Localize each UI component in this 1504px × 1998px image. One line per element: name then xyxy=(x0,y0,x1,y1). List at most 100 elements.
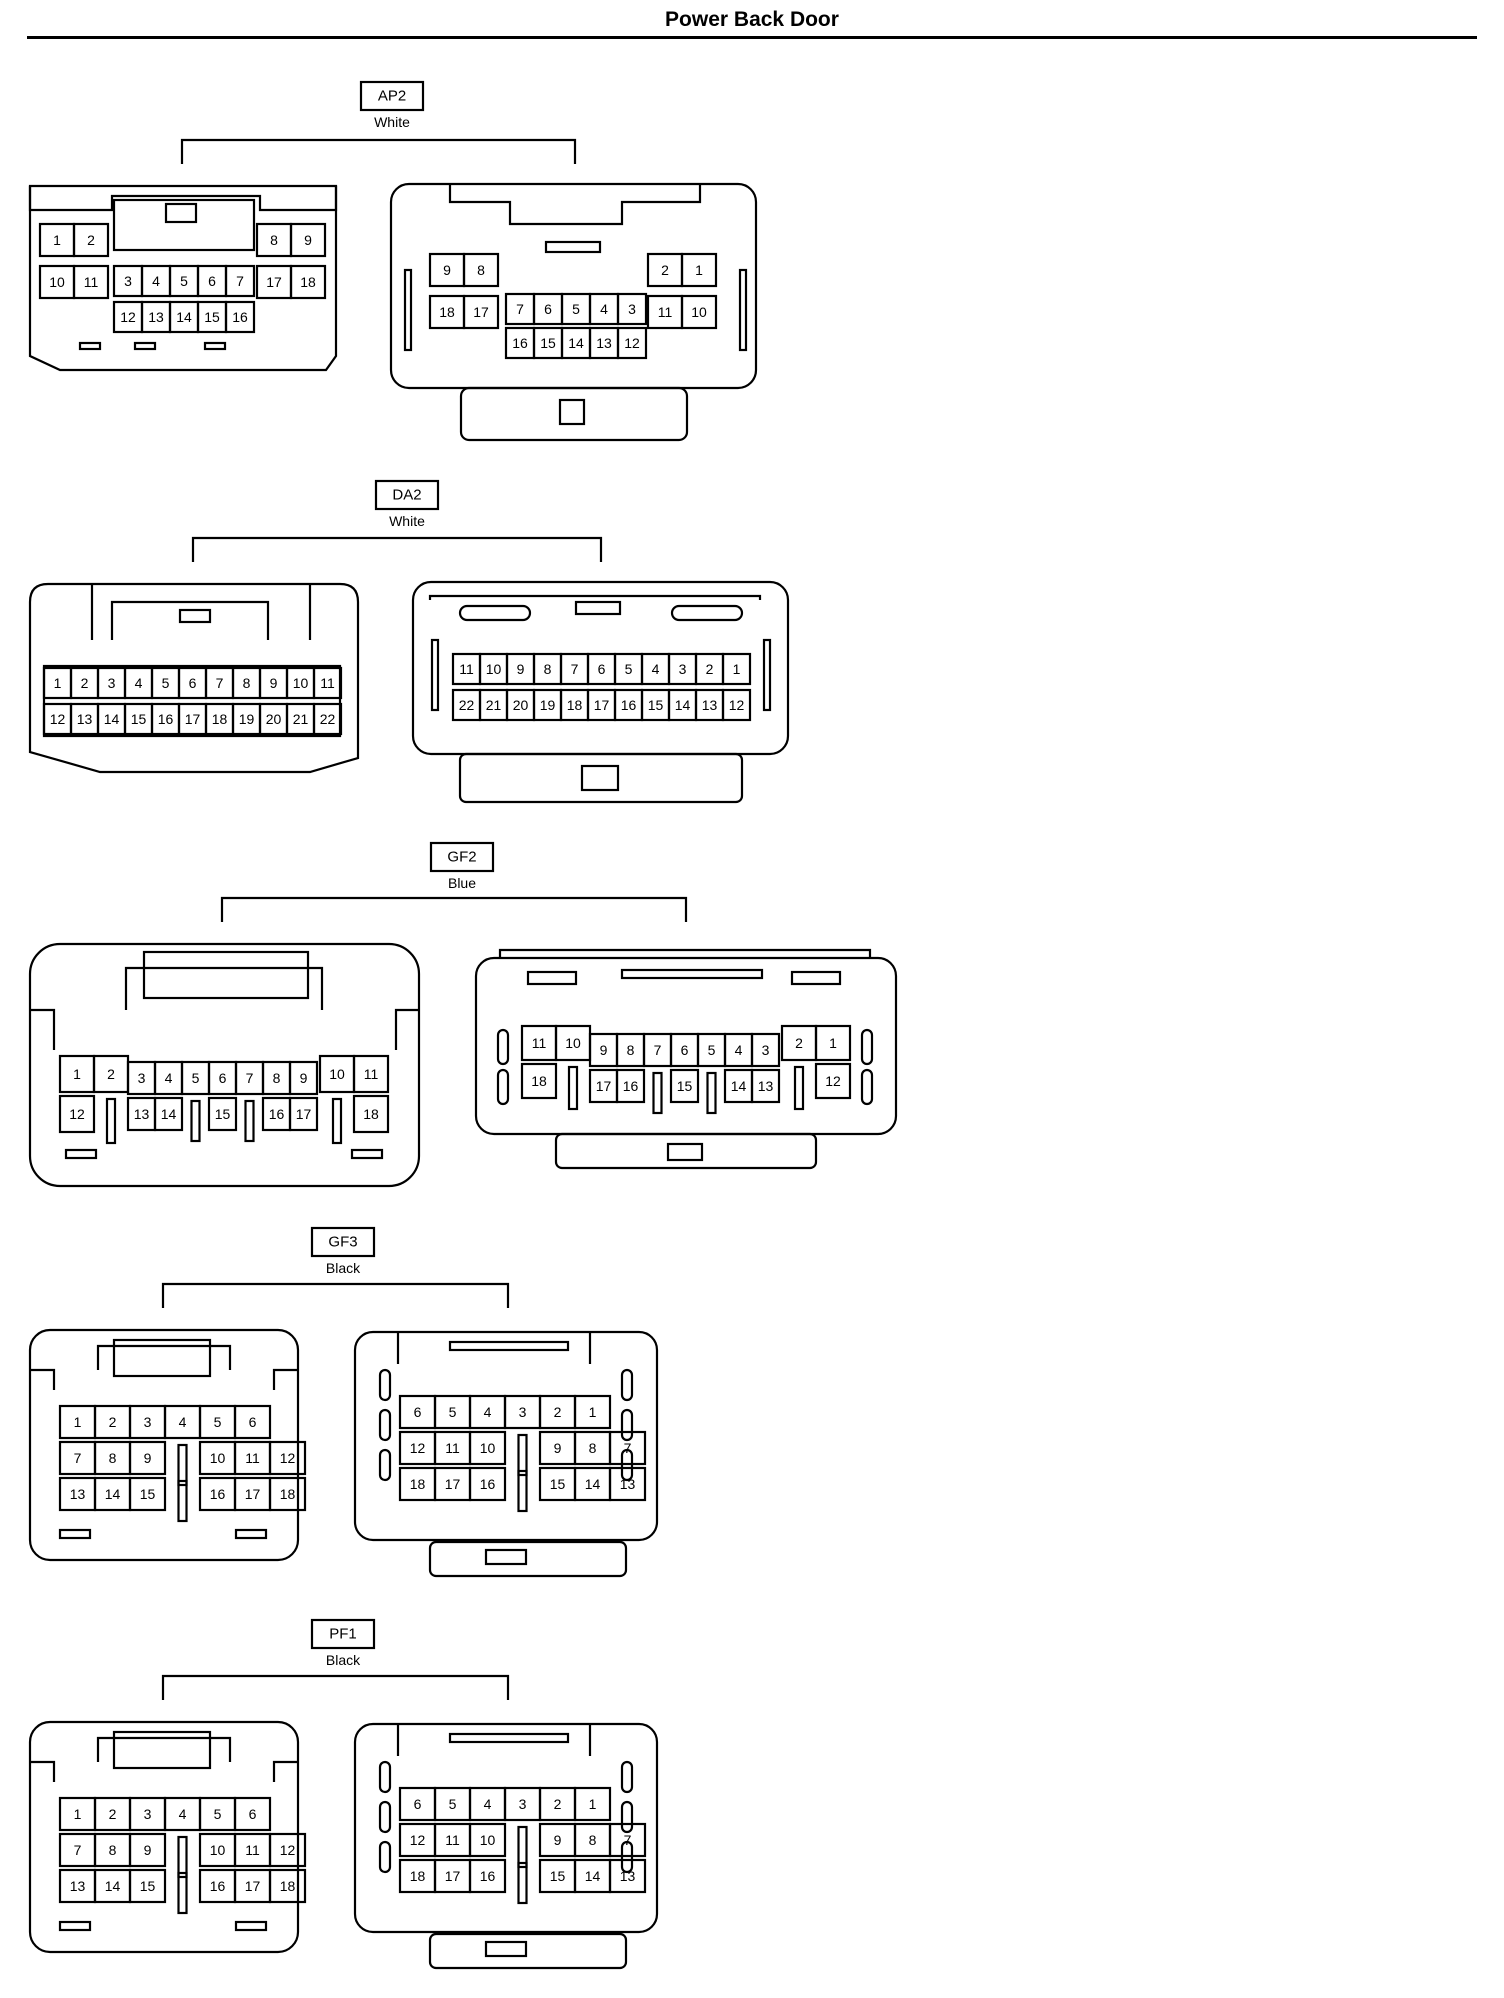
connector-bracket xyxy=(191,536,603,562)
housing-line xyxy=(762,638,772,712)
pin-number: 14 xyxy=(104,711,120,727)
housing-line xyxy=(90,584,312,640)
pin-number: 10 xyxy=(293,675,309,691)
pin-number: 9 xyxy=(304,232,312,248)
pin-cell xyxy=(289,264,327,300)
pin-cell xyxy=(573,1786,612,1822)
pin-number: 3 xyxy=(519,1796,527,1812)
pin-number: 10 xyxy=(691,304,707,320)
pin-number: 10 xyxy=(565,1035,581,1051)
pin-number: 9 xyxy=(554,1832,562,1848)
pin-number: 2 xyxy=(87,232,95,248)
key-slot xyxy=(652,1071,663,1115)
pin-number: 13 xyxy=(77,711,93,727)
pin-number: 6 xyxy=(544,301,552,317)
pin-number: 12 xyxy=(69,1106,85,1122)
pin-number: 7 xyxy=(516,301,524,317)
housing-line xyxy=(428,594,762,600)
pin-cell xyxy=(608,1430,647,1466)
pin-number: 5 xyxy=(192,1070,200,1086)
pin-number: 7 xyxy=(571,661,579,677)
pin-number: 10 xyxy=(480,1440,496,1456)
pin-number: 15 xyxy=(540,335,556,351)
pin-number: 8 xyxy=(477,262,485,278)
pin-number: 10 xyxy=(486,661,502,677)
pin-number: 5 xyxy=(214,1806,222,1822)
pin-number: 2 xyxy=(554,1404,562,1420)
pin-cell xyxy=(608,1858,647,1894)
pin-number: 3 xyxy=(628,301,636,317)
housing-line xyxy=(670,604,744,622)
pin-number: 10 xyxy=(49,274,65,290)
housing-line xyxy=(78,341,102,351)
pin-cell xyxy=(233,1404,272,1440)
connector-code-box xyxy=(374,479,440,511)
housing-line xyxy=(30,1008,419,1050)
pin-number: 9 xyxy=(554,1440,562,1456)
pin-number: 6 xyxy=(208,273,216,289)
connector-color: Black xyxy=(326,1652,361,1668)
pin-number: 16 xyxy=(621,697,637,713)
connector-color: Blue xyxy=(448,875,476,891)
pin-number: 12 xyxy=(280,1450,296,1466)
housing-line xyxy=(620,1408,634,1442)
pin-number: 16 xyxy=(210,1878,226,1894)
pin-number: 7 xyxy=(74,1842,82,1858)
pin-number: 17 xyxy=(245,1486,261,1502)
pin-number: 1 xyxy=(74,1414,82,1430)
pin-number: 11 xyxy=(532,1035,547,1051)
housing-line xyxy=(42,664,342,738)
pin-number: 4 xyxy=(152,273,160,289)
pin-number: 12 xyxy=(410,1832,426,1848)
pin-number: 12 xyxy=(729,697,745,713)
housing-line xyxy=(133,341,157,351)
housing-line xyxy=(790,970,842,986)
housing-line xyxy=(430,638,440,712)
pin-number: 9 xyxy=(600,1042,608,1058)
housing-line xyxy=(96,1344,232,1370)
pin-number: 6 xyxy=(598,661,606,677)
housing-line xyxy=(448,1340,570,1352)
housing-line xyxy=(580,764,620,792)
pin-number: 2 xyxy=(109,1806,117,1822)
key-slot xyxy=(177,1443,188,1487)
housing-line xyxy=(544,240,602,254)
pin-number: 4 xyxy=(484,1404,492,1420)
pin-cell xyxy=(468,1466,507,1502)
pin-number: 18 xyxy=(439,304,455,320)
pin-cell xyxy=(128,1476,167,1512)
pin-number: 6 xyxy=(414,1404,422,1420)
pin-number: 14 xyxy=(176,309,192,325)
pin-number: 1 xyxy=(74,1806,82,1822)
pin-number: 20 xyxy=(513,697,529,713)
pin-cell xyxy=(468,1430,507,1466)
pin-cell xyxy=(462,294,500,330)
housing-line xyxy=(428,1540,628,1578)
pin-number: 3 xyxy=(124,273,132,289)
pin-number: 10 xyxy=(210,1450,226,1466)
housing-line xyxy=(620,1800,634,1834)
pin-number: 14 xyxy=(585,1476,601,1492)
pin-cell xyxy=(72,264,110,300)
housing-line xyxy=(396,1332,592,1364)
connector-code: DA2 xyxy=(392,487,421,504)
housing-line xyxy=(28,1328,300,1562)
pin-number: 1 xyxy=(589,1796,597,1812)
connector-code: AP2 xyxy=(378,88,406,105)
pin-number: 13 xyxy=(620,1476,636,1492)
pin-number: 21 xyxy=(293,711,309,727)
housing-line xyxy=(112,1730,212,1770)
pin-number: 18 xyxy=(567,697,583,713)
pin-number: 3 xyxy=(138,1070,146,1086)
pin-number: 13 xyxy=(148,309,164,325)
pin-cell xyxy=(615,1068,646,1104)
title-rule xyxy=(27,36,1477,39)
pin-number: 8 xyxy=(627,1042,635,1058)
pin-cell xyxy=(289,222,327,258)
key-slot xyxy=(517,1825,528,1869)
housing-line xyxy=(142,950,310,1000)
pin-number: 3 xyxy=(519,1404,527,1420)
pin-number: 3 xyxy=(762,1042,770,1058)
